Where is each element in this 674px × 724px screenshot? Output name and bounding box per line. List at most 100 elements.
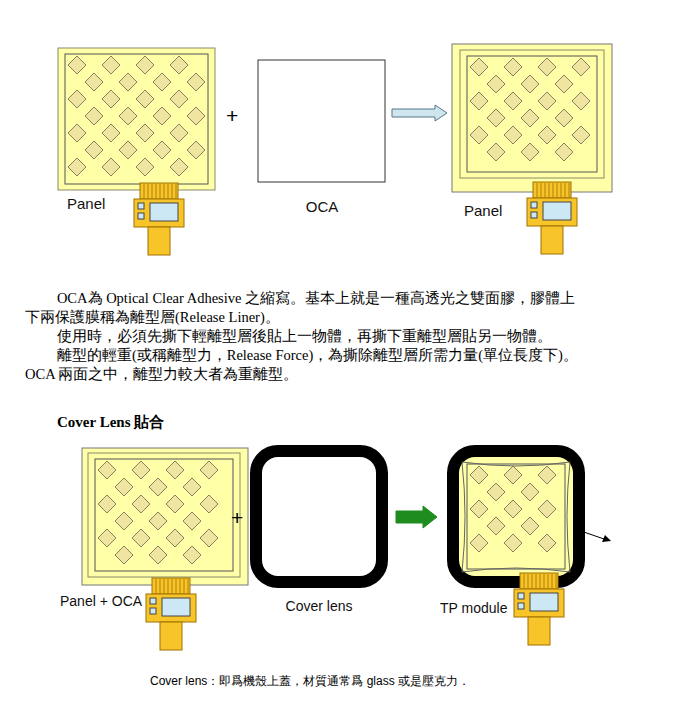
sensor-diamond <box>136 158 154 176</box>
body-paragraph: 離型的輕重(或稱離型力，Release Force)，為撕除離型層所需力量(單位… <box>25 346 581 384</box>
sensor-diamond <box>504 534 522 552</box>
figure-art <box>440 440 600 655</box>
fpc-tail <box>148 227 170 255</box>
fpc-finger <box>537 183 538 197</box>
sensor-diamond <box>68 56 86 74</box>
leader-arrowhead <box>602 535 611 542</box>
sensor-diamond <box>487 109 505 127</box>
sensor-diamond <box>538 126 556 144</box>
figure-label: OCA <box>256 198 388 215</box>
fpc-pad <box>150 608 156 614</box>
fpc-finger <box>156 184 157 198</box>
sensor-diamond <box>521 75 539 93</box>
sensor-diamond <box>183 546 201 564</box>
fpc-finger <box>160 184 161 198</box>
sensor-diamond <box>68 124 86 142</box>
sensor-diamond <box>119 73 137 91</box>
fpc-finger <box>528 574 529 588</box>
fpc-pad <box>138 213 144 219</box>
oca-film <box>258 60 385 182</box>
figure-label: TP module <box>440 600 507 616</box>
sensor-diamond <box>572 58 590 76</box>
fpc-finger <box>548 574 549 588</box>
sensor-diamond <box>487 143 505 161</box>
fpc-pad <box>531 202 537 208</box>
fpc-chip <box>530 593 558 611</box>
sensor-diamond <box>166 529 184 547</box>
fpc-tail <box>541 226 563 254</box>
fpc-tail <box>160 622 182 650</box>
figure-label: Panel <box>464 202 502 219</box>
fpc-pad <box>150 598 156 604</box>
sensor-diamond <box>555 75 573 93</box>
fpc-finger <box>160 579 161 593</box>
cover-lens-frame <box>453 451 579 582</box>
sensor-diamond <box>119 141 137 159</box>
fpc-finger <box>552 574 553 588</box>
sensor-diamond <box>166 461 184 479</box>
fpc-finger <box>569 183 570 197</box>
fpc-finger <box>544 574 545 588</box>
sensor-diamond <box>504 466 522 484</box>
sensor-diamond <box>170 56 188 74</box>
oca-layer <box>452 44 612 192</box>
sensor-diamond <box>136 90 154 108</box>
sensor-diamond <box>115 478 133 496</box>
fpc-body <box>134 199 184 227</box>
fpc-finger <box>164 579 165 593</box>
sensor-diamond <box>187 107 205 125</box>
sensor-diamond <box>521 109 539 127</box>
sensor-diamond <box>115 546 133 564</box>
sensor-diamond <box>183 478 201 496</box>
fpc-chip <box>543 202 571 220</box>
panel-body <box>58 48 215 190</box>
sensor-diamond <box>521 143 539 161</box>
fpc-finger <box>156 579 157 593</box>
panel-figure: Panel <box>55 45 225 260</box>
section-heading: Cover Lens 貼合 <box>57 413 257 432</box>
sensor-diamond <box>200 461 218 479</box>
plus-sign: + <box>231 506 251 530</box>
process-arrow <box>392 105 447 121</box>
figure-label: Panel <box>67 195 105 212</box>
sensor-diamond <box>187 73 205 91</box>
sensor-diamond <box>132 495 150 513</box>
sensor-diamond <box>68 158 86 176</box>
body-paragraph: OCA為 Optical Clear Adhesive 之縮寫。基本上就是一種高… <box>25 289 581 327</box>
fpc-body <box>146 594 196 622</box>
fpc-finger <box>556 574 557 588</box>
sensor-diamond <box>115 512 133 530</box>
sensor-diamond <box>555 143 573 161</box>
sensor-diamond <box>470 500 488 518</box>
sensor-diamond <box>504 126 522 144</box>
sensor-diamond <box>170 158 188 176</box>
cover-lens-frame <box>256 451 382 582</box>
figure-label: Panel + OCA <box>60 593 142 609</box>
sensor-diamond <box>572 126 590 144</box>
sensor-diamond <box>166 495 184 513</box>
fpc-pad <box>518 603 524 609</box>
fpc-pad <box>531 212 537 218</box>
sensor-diamond <box>200 529 218 547</box>
sensor-diamond <box>102 56 120 74</box>
fpc-finger <box>541 183 542 197</box>
fpc-finger <box>565 183 566 197</box>
panel-body <box>460 50 604 178</box>
sensor-diamond <box>183 512 201 530</box>
fpc-finger <box>152 184 153 198</box>
fpc-neck <box>520 573 558 589</box>
oca-layer <box>82 448 248 585</box>
sensor-diamond <box>102 124 120 142</box>
sensor-diamond <box>487 517 505 535</box>
sensor-diamond <box>102 90 120 108</box>
sensor-diamond <box>132 461 150 479</box>
sensor-diamond <box>555 109 573 127</box>
sensor-diamond <box>470 92 488 110</box>
sensor-diamond <box>136 56 154 74</box>
figure-art <box>246 440 392 620</box>
sensor-diamond <box>538 92 556 110</box>
sensor-diamond <box>85 141 103 159</box>
fpc-finger <box>561 183 562 197</box>
fpc-finger <box>532 574 533 588</box>
